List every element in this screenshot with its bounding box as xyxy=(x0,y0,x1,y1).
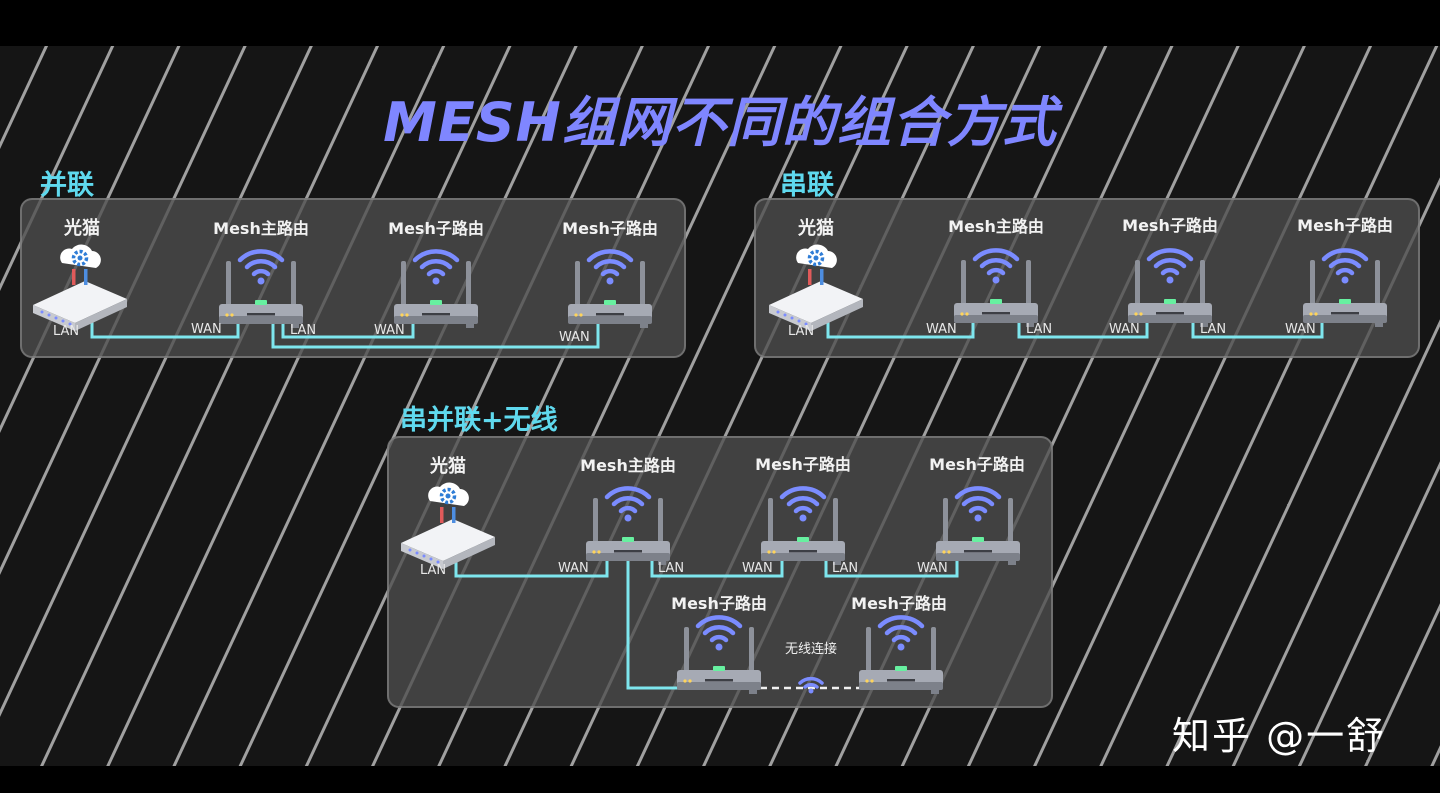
cable-parallel-main-sub1 xyxy=(281,322,415,339)
router-icon-hybrid-sub4 xyxy=(859,617,943,694)
port-label-serial-lan3: LAN xyxy=(1200,322,1227,337)
router-label-parallel-sub2: Mesh子路由 xyxy=(562,219,658,238)
router-label-hybrid-sub3: Mesh子路由 xyxy=(671,594,767,613)
router-icon-hybrid-sub3 xyxy=(677,617,761,694)
port-label-hybrid-lan3: LAN xyxy=(832,561,859,576)
port-label-parallel-lan: LAN xyxy=(53,324,80,339)
router-label-hybrid-sub2: Mesh子路由 xyxy=(929,455,1025,474)
router-icon-parallel-sub1 xyxy=(394,251,478,328)
cable-hybrid-main-sub1 xyxy=(650,560,784,578)
cable-serial-sub1-sub2 xyxy=(1191,322,1324,339)
modem-icon-serial xyxy=(767,242,865,333)
panel-hybrid xyxy=(387,436,1053,708)
router-label-hybrid-sub1: Mesh子路由 xyxy=(755,455,851,474)
router-label-serial-main: Mesh主路由 xyxy=(948,217,1044,236)
router-icon-hybrid-main xyxy=(586,488,670,565)
port-label-hybrid-wan2: WAN xyxy=(742,561,773,576)
port-label-parallel-wan3: WAN xyxy=(559,330,590,345)
router-label-hybrid-sub4: Mesh子路由 xyxy=(851,594,947,613)
section-label-parallel: 并联 xyxy=(40,170,94,201)
cable-parallel-main-sub2 xyxy=(271,322,600,349)
section-label-hybrid: 串并联+无线 xyxy=(400,405,558,436)
router-label-serial-sub1: Mesh子路由 xyxy=(1122,216,1218,235)
cable-parallel-modem-main xyxy=(90,322,240,339)
modem-label-hybrid: 光猫 xyxy=(430,456,466,477)
wireless-link-label: 无线连接 xyxy=(784,642,838,657)
port-label-serial-wan3: WAN xyxy=(1285,322,1316,337)
modem-icon-hybrid xyxy=(399,480,497,571)
router-label-parallel-sub1: Mesh子路由 xyxy=(388,219,484,238)
cable-hybrid-main-sub3 xyxy=(626,560,678,690)
modem-label-serial: 光猫 xyxy=(798,218,834,239)
port-label-parallel-lan2: LAN xyxy=(290,323,317,338)
router-label-hybrid-main: Mesh主路由 xyxy=(580,456,676,475)
port-label-hybrid-lan: LAN xyxy=(420,563,447,578)
router-icon-hybrid-sub1 xyxy=(761,488,845,565)
panel-serial xyxy=(754,198,1420,358)
page-title: MESH组网不同的组合方式 xyxy=(383,91,1057,154)
router-icon-serial-sub2 xyxy=(1303,250,1387,327)
section-label-serial: 串联 xyxy=(780,170,834,201)
port-label-serial-wan2: WAN xyxy=(1109,322,1140,337)
port-label-parallel-wan2: WAN xyxy=(374,323,405,338)
port-label-hybrid-wan1: WAN xyxy=(558,561,589,576)
router-label-serial-sub2: Mesh子路由 xyxy=(1297,216,1393,235)
port-label-serial-lan: LAN xyxy=(788,324,815,339)
port-label-parallel-wan1: WAN xyxy=(191,322,222,337)
cable-serial-main-sub1 xyxy=(1017,322,1149,339)
router-icon-serial-sub1 xyxy=(1128,250,1212,327)
router-label-parallel-main: Mesh主路由 xyxy=(213,219,309,238)
modem-icon-parallel xyxy=(31,242,129,333)
router-icon-parallel-main xyxy=(219,251,303,328)
router-icon-hybrid-sub2 xyxy=(936,488,1020,565)
watermark: 知乎 @一舒 xyxy=(1172,714,1387,758)
port-label-serial-wan1: WAN xyxy=(926,322,957,337)
cable-serial-modem-main xyxy=(826,322,975,339)
router-icon-serial-main xyxy=(954,250,1038,327)
cable-hybrid-sub1-sub2 xyxy=(824,560,959,578)
wireless-link-wifi-icon xyxy=(798,676,824,694)
cables xyxy=(90,322,1324,690)
modem-label-parallel: 光猫 xyxy=(64,218,100,239)
port-label-hybrid-lan2: LAN xyxy=(658,561,685,576)
port-label-hybrid-wan3: WAN xyxy=(917,561,948,576)
port-label-serial-lan2: LAN xyxy=(1026,322,1053,337)
router-icon-parallel-sub2 xyxy=(568,251,652,328)
cable-hybrid-modem-main xyxy=(454,560,609,578)
